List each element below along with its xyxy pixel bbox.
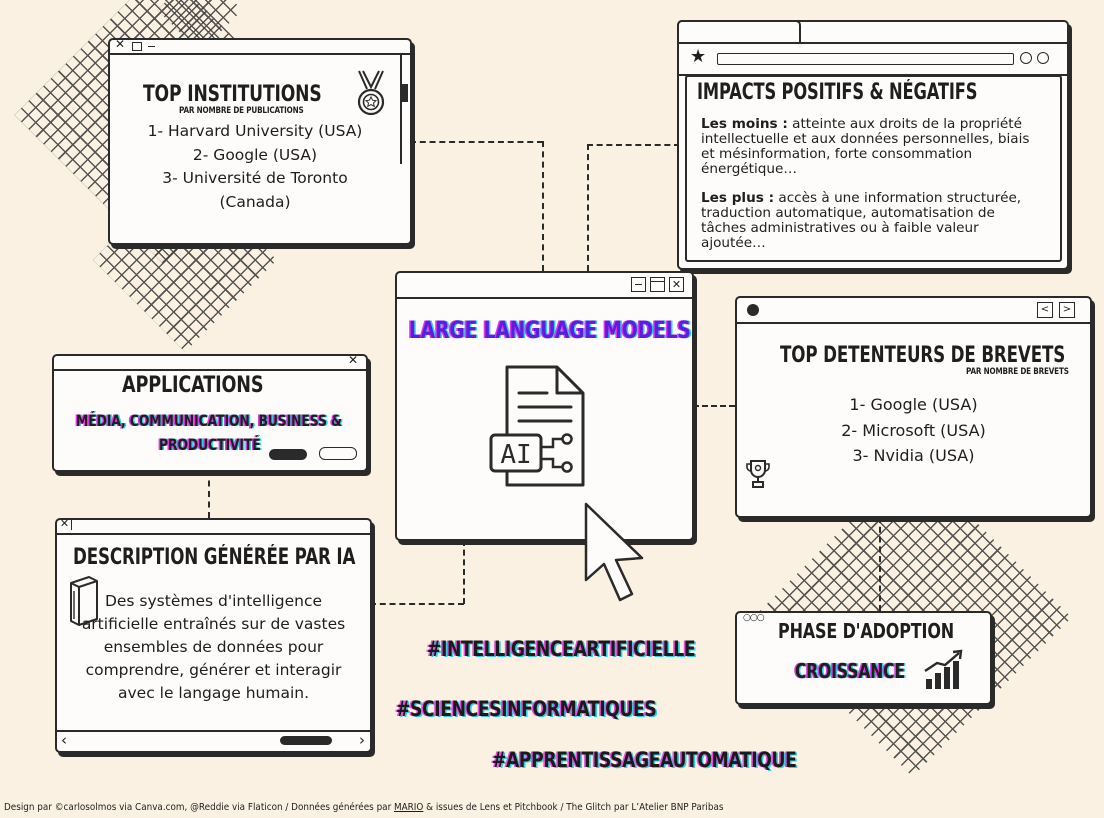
address-input[interactable] bbox=[717, 53, 1014, 65]
plus-line: tâches administratives ou à faible valeu… bbox=[701, 220, 979, 236]
description-window: ✕ DESCRIPTION GÉNÉRÉE PAR IA Des système… bbox=[55, 518, 372, 753]
content-frame bbox=[685, 75, 1062, 262]
plus-label: Les plus : bbox=[701, 190, 775, 206]
connector-line bbox=[879, 517, 881, 611]
plus-line: traduction automatique, automatisation d… bbox=[701, 205, 995, 221]
institutions-subtitle: PAR NOMBRE DE PUBLICATIONS bbox=[179, 106, 304, 116]
impacts-moins-text: Les moins : atteinte aux droits de la pr… bbox=[701, 117, 1061, 177]
patent-item: 2- Microsoft (USA) bbox=[841, 421, 986, 440]
applications-line: MÉDIA, COMMUNICATION, BUSINESS & bbox=[76, 411, 342, 430]
window-tab bbox=[677, 20, 801, 44]
maximize-icon[interactable] bbox=[650, 277, 665, 292]
book-icon bbox=[70, 576, 98, 626]
institutions-title: TOP INSTITUTIONS bbox=[143, 82, 322, 107]
medal-icon bbox=[357, 70, 385, 116]
connector-line bbox=[463, 540, 465, 604]
llm-center-window: ✕ LARGE LANGUAGE MODELS AI bbox=[395, 271, 694, 541]
patent-item: 3- Nvidia (USA) bbox=[852, 446, 975, 465]
window-titlebar: < > bbox=[737, 298, 1090, 324]
address-bar-row: ★ bbox=[679, 42, 1067, 76]
patents-subtitle: PAR NOMBRE DE BREVETS bbox=[966, 367, 1069, 377]
window-titlebar: ✕ bbox=[397, 273, 692, 299]
ai-label: AI bbox=[500, 440, 531, 470]
minimize-icon[interactable] bbox=[631, 277, 646, 292]
horizontal-scrollbar[interactable]: ‹ › bbox=[57, 730, 370, 751]
scroll-left-arrow-icon[interactable]: ‹ bbox=[61, 731, 67, 749]
connector-line bbox=[587, 144, 680, 146]
star-icon[interactable]: ★ bbox=[690, 46, 707, 67]
llm-title: LARGE LANGUAGE MODELS bbox=[409, 316, 691, 344]
institution-item: (Canada) bbox=[219, 193, 291, 211]
footer-prefix: Design par ©carlosolmos via Canva.com, @… bbox=[4, 802, 395, 813]
patents-window: < > TOP DETENTEURS DE BREVETS PAR NOMBRE… bbox=[735, 296, 1092, 518]
description-line: artificielle entraînés sur de vastes bbox=[81, 615, 346, 633]
institutions-window: ✕ TOP INSTITUTIONS PAR NOMBRE DE PUBLICA… bbox=[108, 37, 412, 245]
institution-item: 2- Google (USA) bbox=[192, 146, 318, 164]
footer-credits: Design par ©carlosolmos via Canva.com, @… bbox=[4, 802, 723, 813]
moins-line: atteinte aux droits de la propriété bbox=[787, 116, 1022, 132]
impacts-window: ★ IMPACTS POSITIFS & NÉGATIFS Les moins … bbox=[677, 20, 1069, 270]
filled-pill-button[interactable] bbox=[269, 449, 307, 460]
circle-button[interactable] bbox=[1020, 52, 1032, 64]
applications-title: APPLICATIONS bbox=[122, 373, 264, 398]
description-line: avec le langage humain. bbox=[118, 684, 309, 702]
connector-line bbox=[410, 141, 543, 143]
close-icon[interactable]: ✕ bbox=[115, 37, 126, 51]
adoption-window: ○○○ PHASE D'ADOPTION CROISSANCE bbox=[735, 611, 992, 705]
footer-suffix: & issues de Lens et Pitchbook / The Glit… bbox=[423, 802, 724, 813]
minimize-icon[interactable] bbox=[148, 46, 155, 47]
close-icon[interactable]: ✕ bbox=[669, 277, 684, 292]
connector-line bbox=[693, 405, 735, 407]
forward-arrow-button[interactable]: > bbox=[1059, 302, 1075, 318]
impacts-title: IMPACTS POSITIFS & NÉGATIFS bbox=[697, 80, 978, 105]
connector-line bbox=[208, 470, 210, 518]
growth-chart-icon bbox=[924, 649, 963, 689]
impacts-plus-text: Les plus : accès à une information struc… bbox=[701, 191, 1061, 251]
description-line: Des systèmes d'intelligence bbox=[104, 592, 323, 610]
institution-item: 3- Université de Toronto bbox=[162, 169, 348, 187]
dot-icon bbox=[747, 304, 759, 316]
scrollbar-thumb[interactable] bbox=[402, 84, 408, 102]
adoption-title: PHASE D'ADOPTION bbox=[778, 619, 954, 643]
mario-link[interactable]: MARIO bbox=[394, 802, 424, 813]
cursor-arrow-icon bbox=[584, 502, 644, 602]
applications-line: PRODUCTIVITÉ bbox=[159, 435, 261, 454]
plus-line: ajoutée… bbox=[701, 235, 766, 251]
moins-label: Les moins : bbox=[701, 116, 788, 132]
connector-line bbox=[370, 603, 464, 605]
circle-button[interactable] bbox=[1037, 52, 1049, 64]
window-titlebar: ✕ bbox=[57, 518, 370, 535]
hashtag: #APPRENTISSAGEAUTOMATIQUE bbox=[492, 748, 797, 772]
hashtag: #SCIENCESINFORMATIQUES bbox=[396, 697, 657, 721]
scrollbar-thumb[interactable] bbox=[280, 736, 332, 745]
close-icon[interactable]: ✕ bbox=[347, 353, 358, 367]
description-line: ensembles de données pour bbox=[103, 638, 324, 656]
scroll-right-arrow-icon[interactable]: › bbox=[359, 731, 365, 749]
restore-icon[interactable] bbox=[132, 42, 142, 51]
scrollbar[interactable] bbox=[400, 54, 410, 164]
hashtag: #INTELLIGENCEARTIFICIELLE bbox=[427, 637, 696, 661]
applications-window: ✕ APPLICATIONS MÉDIA, COMMUNICATION, BUS… bbox=[52, 353, 368, 472]
moins-line: et mésinformation, forte consommation bbox=[701, 146, 973, 162]
adoption-value: CROISSANCE bbox=[795, 659, 905, 683]
trophy-icon bbox=[746, 460, 770, 488]
connector-line bbox=[542, 141, 544, 271]
moins-line: intellectuelle et aux données personnell… bbox=[701, 131, 1030, 147]
back-arrow-button[interactable]: < bbox=[1037, 302, 1053, 318]
window-titlebar: ✕ bbox=[54, 353, 366, 371]
institution-item: 1- Harvard University (USA) bbox=[147, 122, 363, 140]
plus-line: accès à une information structurée, bbox=[774, 190, 1022, 206]
connector-line bbox=[587, 144, 589, 271]
close-icon[interactable]: ✕ bbox=[58, 518, 72, 530]
ai-document-icon: AI bbox=[489, 365, 585, 487]
moins-line: énergétique… bbox=[701, 161, 797, 177]
patents-title: TOP DETENTEURS DE BREVETS bbox=[780, 343, 1066, 368]
outline-pill-button[interactable] bbox=[319, 447, 357, 460]
description-line: comprendre, générer et interagir bbox=[85, 661, 342, 679]
dots-icon: ○○○ bbox=[743, 613, 765, 623]
patent-item: 1- Google (USA) bbox=[849, 395, 978, 414]
window-titlebar: ✕ bbox=[110, 37, 410, 55]
description-title: DESCRIPTION GÉNÉRÉE PAR IA bbox=[73, 545, 356, 570]
